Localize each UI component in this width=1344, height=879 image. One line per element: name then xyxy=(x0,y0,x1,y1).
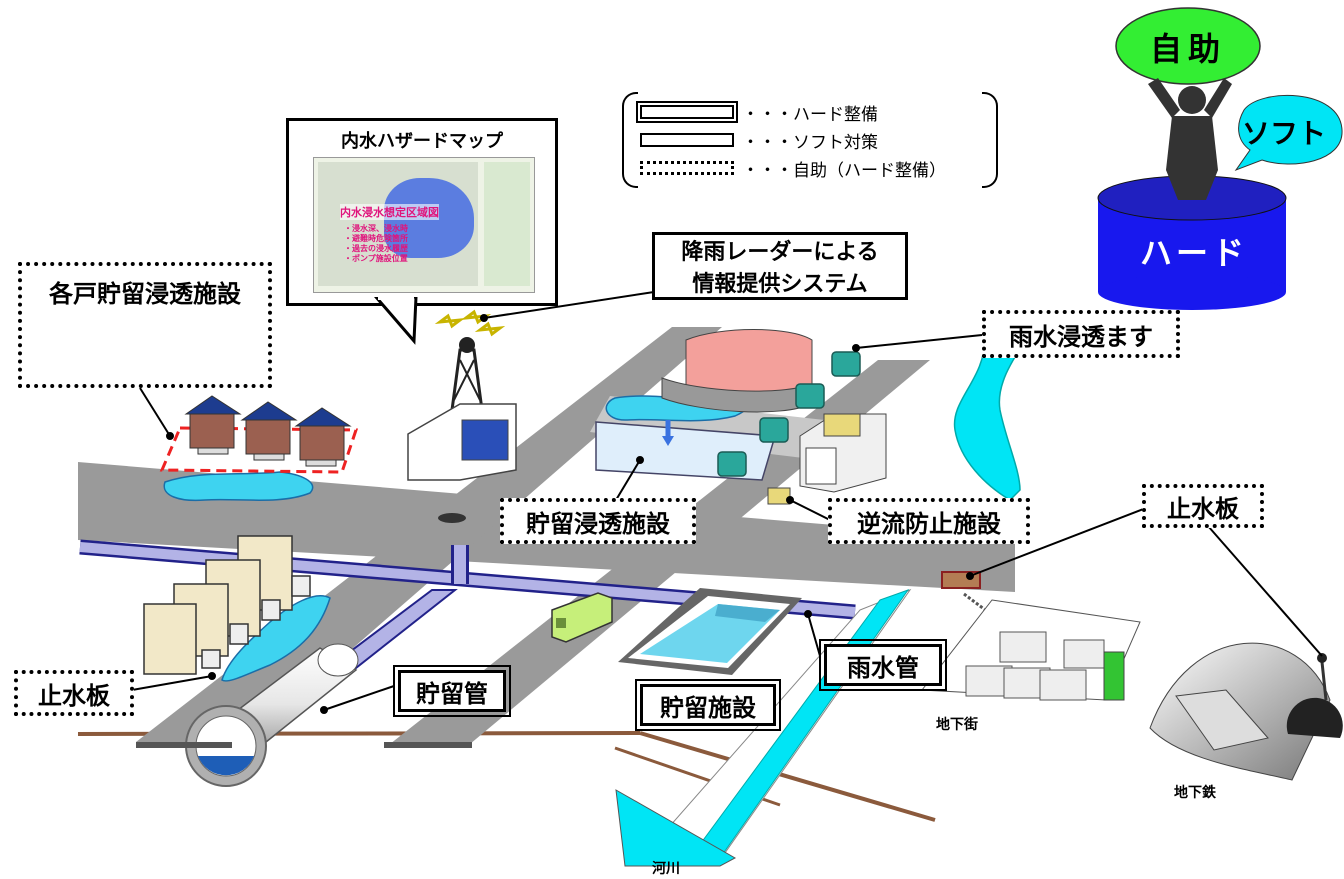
label-infiltration-basin: 雨水浸透ます xyxy=(982,310,1180,358)
infiltration-tanks xyxy=(717,351,861,477)
radar-tower xyxy=(407,309,517,481)
legend-swatch-soft xyxy=(640,133,734,147)
hazard-map-heading: 内水浸水想定区域図 xyxy=(340,204,439,220)
concept-soft-label: ソフト xyxy=(1242,117,1327,150)
houses-with-storage xyxy=(159,395,359,474)
legend-row-hard: ・・・ハード整備 xyxy=(636,100,878,125)
label-household-storage: 各戸貯留浸透施設 xyxy=(18,262,272,388)
label-underground-mall: 地下街 xyxy=(936,717,978,733)
label-flood-barrier-right: 止水板 xyxy=(1142,484,1264,528)
radar-system-line2: 情報提供システム xyxy=(692,272,868,297)
legend: ・・・ハード整備 ・・・ソフト対策 ・・・自助（ハード整備） xyxy=(622,92,998,188)
legend-row-jijo: ・・・自助（ハード整備） xyxy=(640,156,946,181)
hazard-map-title: 内水ハザードマップ xyxy=(341,131,503,152)
bus-icon xyxy=(551,592,613,643)
radar-system-line1: 降雨レーダーによる xyxy=(681,240,879,265)
hazard-map-notes: ・浸水深、浸水時 ・避難時危険箇所 ・過去の浸水履歴 ・ポンプ施設位置 xyxy=(344,224,408,264)
legend-text-jijo: ・・・自助（ハード整備） xyxy=(742,160,946,181)
hazard-map-legend-panel xyxy=(484,162,530,286)
apartment-buildings xyxy=(143,535,311,675)
legend-swatch-jijo xyxy=(640,161,734,175)
label-storage-facility: 貯留施設 xyxy=(635,679,781,731)
underground-mall-graphic xyxy=(921,599,1141,701)
manhole-icon xyxy=(438,513,466,523)
hazard-map-callout-tail xyxy=(374,297,418,345)
legend-bracket-left xyxy=(622,92,638,188)
label-backflow-prevention: 逆流防止施設 xyxy=(828,498,1030,544)
storage-facility-graphic xyxy=(618,588,802,675)
hazard-map-note: ・避難時危険箇所 xyxy=(344,234,408,243)
label-flood-barrier-left: 止水板 xyxy=(14,670,134,716)
concept-figure xyxy=(1097,7,1343,310)
concept-hard-label: ハード xyxy=(1140,234,1249,272)
legend-bracket-right xyxy=(982,92,998,188)
hazard-map-thumbnail: 内水浸水想定区域図 ・浸水深、浸水時 ・避難時危険箇所 ・過去の浸水履歴 ・ポン… xyxy=(313,157,535,293)
label-river: 河川 xyxy=(652,861,680,877)
label-rainwater-pipe: 雨水管 xyxy=(819,639,947,691)
leader-lines xyxy=(131,291,1323,714)
hazard-map-note: ・浸水深、浸水時 xyxy=(344,224,408,233)
legend-swatch-hard xyxy=(636,101,738,123)
legend-text-soft: ・・・ソフト対策 xyxy=(742,132,878,153)
hazard-map-callout: 内水ハザードマップ 内水浸水想定区域図 ・浸水深、浸水時 ・避難時危険箇所 ・過… xyxy=(286,118,558,306)
legend-row-soft: ・・・ソフト対策 xyxy=(640,128,878,153)
road-flood-left xyxy=(163,471,314,502)
person-silhouette xyxy=(1148,78,1232,200)
label-radar-system: 降雨レーダーによる 情報提供システム xyxy=(652,232,908,300)
hazard-map-note: ・ポンプ施設位置 xyxy=(344,254,408,263)
label-subway: 地下鉄 xyxy=(1174,785,1216,801)
label-storage-pipe: 貯留管 xyxy=(393,665,511,717)
subway-graphic xyxy=(1149,642,1343,781)
hazard-map-note: ・過去の浸水履歴 xyxy=(344,244,408,253)
office-building xyxy=(799,413,887,493)
legend-text-hard: ・・・ハード整備 xyxy=(742,104,878,125)
concept-self-help-label: 自助 xyxy=(1150,30,1227,68)
label-storage-infiltration: 貯留浸透施設 xyxy=(500,498,696,544)
storage-pipe-graphic xyxy=(136,643,472,787)
